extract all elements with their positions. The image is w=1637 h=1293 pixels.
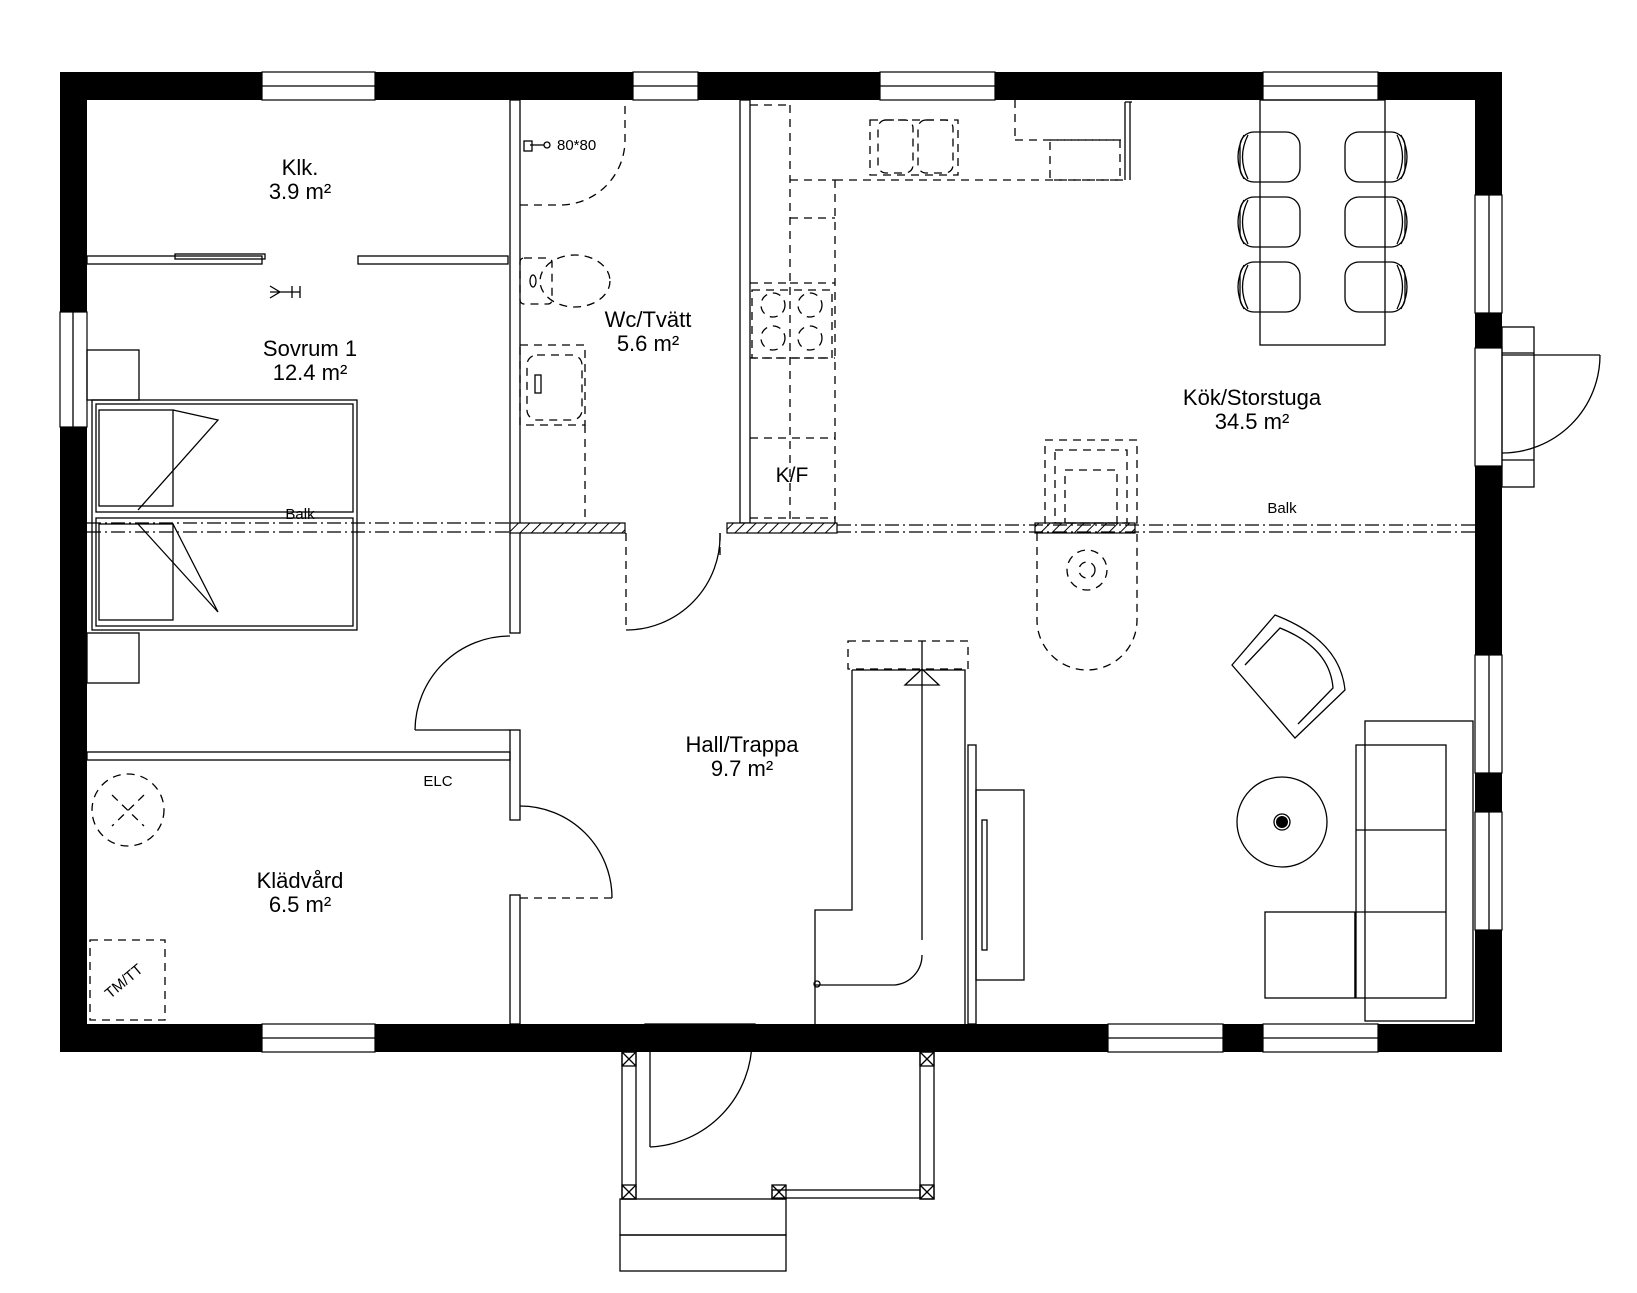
doors (414, 532, 756, 1148)
dining-table (1259, 99, 1386, 346)
side-entrance (1474, 326, 1601, 488)
closet-sliding-door (269, 285, 301, 299)
beam-lines (87, 522, 1475, 533)
windows (59, 71, 1503, 1053)
beam-label-right: Balk (1267, 500, 1297, 517)
living-furniture (1231, 614, 1474, 1022)
kitchen-counters (750, 100, 1132, 523)
room-area-kok: 34.5 m² (1215, 409, 1290, 434)
porch (619, 1051, 935, 1272)
room-area-kladvard: 6.5 m² (269, 892, 331, 917)
tmtt-label: TM/TT (102, 961, 147, 1002)
laundry-fixtures (89, 773, 166, 1021)
dining-chairs (1237, 131, 1408, 313)
room-area-sovrum1: 12.4 m² (273, 360, 348, 385)
bathroom-fixtures (519, 100, 626, 523)
beam-label-left: Balk (285, 506, 315, 523)
room-name-wc: Wc/Tvätt (605, 307, 692, 332)
room-name-kladvard: Klädvård (257, 868, 344, 893)
room-name-sovrum1: Sovrum 1 (263, 336, 357, 361)
staircase (813, 640, 1025, 1025)
room-labels: Klk. 3.9 m² Sovrum 1 12.4 m² Wc/Tvätt 5.… (257, 155, 1322, 917)
bed-and-nightstands (86, 349, 358, 684)
interior-walls (86, 99, 1136, 1025)
room-name-hall: Hall/Trappa (686, 732, 800, 757)
room-name-klk: Klk. (282, 155, 319, 180)
room-name-kok: Kök/Storstuga (1183, 385, 1322, 410)
shower-size-label: 80*80 (557, 137, 596, 154)
room-area-wc: 5.6 m² (617, 331, 679, 356)
annotation-labels: 80*80 K/F Balk Balk ELC TM/TT (102, 137, 1297, 1002)
room-area-hall: 9.7 m² (711, 756, 773, 781)
elc-label: ELC (423, 773, 452, 790)
fridge-label: K/F (776, 464, 809, 487)
stove (1036, 439, 1138, 671)
room-area-klk: 3.9 m² (269, 179, 331, 204)
